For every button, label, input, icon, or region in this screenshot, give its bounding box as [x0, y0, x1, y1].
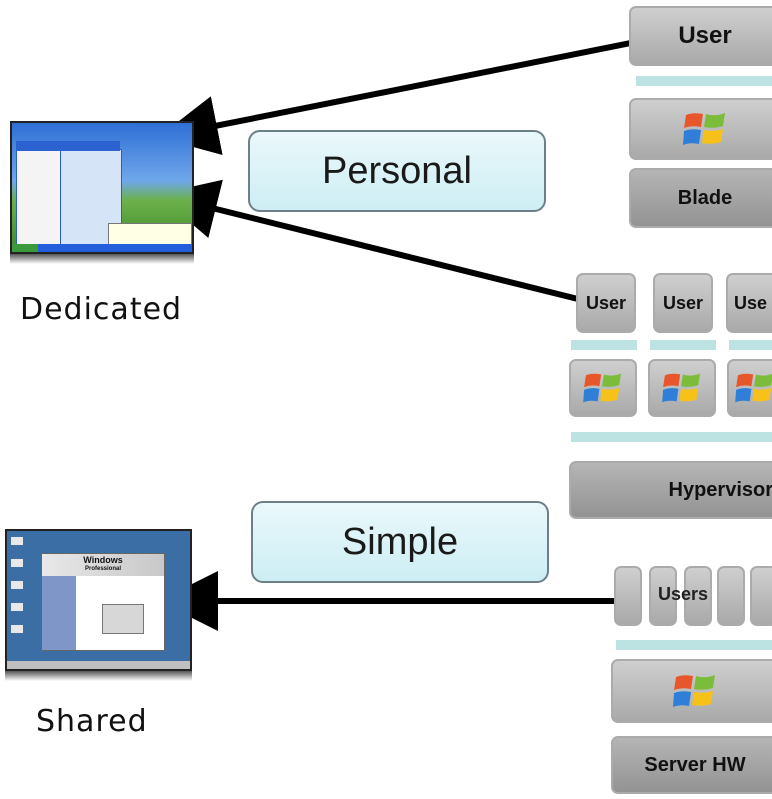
server-user-slot-3	[684, 566, 712, 626]
vm-connector-bar-2	[650, 340, 716, 350]
blade-connector-bar	[636, 76, 772, 86]
vm-os-box-2	[648, 359, 716, 417]
dedicated-label: Dedicated	[20, 292, 183, 327]
server-user-slot-1	[614, 566, 642, 626]
shared-desktop-screenshot: Windows Professional	[5, 529, 192, 671]
server-user-slot-2	[649, 566, 677, 626]
server-user-slot-4	[717, 566, 745, 626]
taskbar-2000	[7, 661, 190, 669]
arrow-user-to-dedicated	[157, 39, 637, 156]
dedicated-screen-shadow	[10, 254, 194, 264]
server-users-label: Users	[658, 584, 709, 604]
windows-logo-icon	[735, 370, 772, 406]
vm-os-box-1	[569, 359, 637, 417]
server-connector-bar	[616, 640, 772, 650]
server-user-slot-5	[750, 566, 772, 626]
dialog-banner: Windows Professional	[42, 554, 164, 576]
windows-logo-icon	[662, 370, 702, 406]
personal-caption: Personal	[248, 130, 546, 212]
vm-user-box-2: User	[653, 273, 713, 333]
simple-caption: Simple	[251, 501, 549, 583]
arrow-vm-user-to-dedicated	[157, 179, 591, 305]
dialog-sidebar	[42, 576, 76, 650]
vm-shared-bar	[571, 432, 772, 442]
windows-logo-icon	[683, 109, 727, 149]
shared-label: Shared	[36, 704, 148, 739]
shared-logo-line1: Windows	[83, 555, 123, 565]
taskbar	[12, 244, 192, 252]
blade-os-box	[629, 98, 772, 160]
blade-user-box: User	[629, 6, 772, 66]
balloon-tooltip	[108, 223, 192, 245]
windows-logo-icon	[583, 370, 623, 406]
shared-logo-line2: Professional	[84, 566, 121, 572]
blade-hardware-box: Blade	[629, 168, 772, 228]
vm-connector-bar-1	[571, 340, 637, 350]
monitor-graphic	[102, 604, 144, 634]
windows-logo-icon	[673, 671, 717, 711]
vm-os-box-3	[727, 359, 772, 417]
server-hw-box: Server HW	[611, 736, 772, 794]
start-menu-header	[16, 141, 120, 151]
vm-user-box-3: Use	[726, 273, 772, 333]
dialog-window: Windows Professional	[41, 553, 165, 651]
start-button	[12, 244, 38, 252]
vm-user-box-1: User	[576, 273, 636, 333]
vm-connector-bar-3	[729, 340, 772, 350]
server-os-box	[611, 659, 772, 723]
hypervisor-box: Hypervisor	[569, 461, 772, 519]
shared-screen-shadow	[5, 671, 192, 681]
dedicated-desktop-screenshot	[10, 121, 194, 254]
desktop-icons	[11, 537, 23, 637]
